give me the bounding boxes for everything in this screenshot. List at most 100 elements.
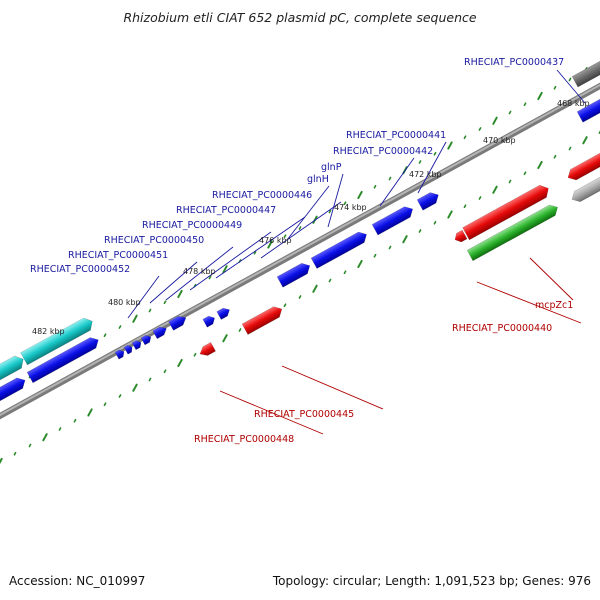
tick-mark <box>58 427 62 431</box>
gene-arrow <box>571 173 600 203</box>
leader-line <box>556 69 586 104</box>
gene-arrow <box>123 344 133 355</box>
tick-mark <box>357 190 363 200</box>
tick-mark <box>568 77 572 82</box>
gene-label: glnP <box>321 162 342 173</box>
tick-mark <box>463 135 467 140</box>
tick-mark <box>103 333 107 338</box>
gene-arrow <box>310 231 367 269</box>
tick-mark <box>222 265 228 274</box>
gene-arrow <box>114 349 125 360</box>
backbone-highlight <box>0 83 600 417</box>
gene-arrow <box>168 316 187 331</box>
gene-label: RHECIAT_PC0000440 <box>452 323 552 334</box>
tick-mark <box>312 284 318 293</box>
scale-label: 482 kbp <box>32 327 65 336</box>
scale-label: 468 kbp <box>557 99 590 108</box>
tick-mark <box>118 325 122 329</box>
tick-mark <box>132 383 138 392</box>
tick-mark <box>238 328 242 332</box>
tick-mark <box>267 240 273 249</box>
leader-line <box>149 261 198 304</box>
tick-mark <box>478 127 482 131</box>
tick-mark <box>523 102 527 107</box>
gene-arrow <box>216 307 230 320</box>
tick-mark <box>388 176 392 181</box>
tick-mark <box>177 358 183 368</box>
gene-arrow <box>26 337 99 384</box>
tick-mark <box>343 270 347 275</box>
tick-mark <box>508 110 512 115</box>
gene-arrow <box>571 59 600 88</box>
tick-mark <box>373 253 377 258</box>
tick-mark <box>148 308 152 313</box>
tick-mark <box>343 201 347 206</box>
tick-mark <box>388 245 392 250</box>
tick-mark <box>537 160 543 170</box>
tick-mark <box>508 179 512 184</box>
gene-arrow <box>371 206 413 236</box>
gene-arrow <box>576 97 600 123</box>
backbone-track <box>0 82 600 420</box>
tick-mark <box>283 303 287 308</box>
gene-label: RHECIAT_PC0000445 <box>254 409 354 420</box>
tick-mark <box>87 408 93 417</box>
tick-mark <box>523 171 527 176</box>
tick-mark <box>222 334 228 343</box>
tick-mark <box>298 226 302 230</box>
gene-label: RHECIAT_PC0000448 <box>194 434 294 445</box>
tick-marks <box>0 61 600 465</box>
tick-mark <box>42 433 48 442</box>
tick-mark <box>537 91 543 101</box>
tick-mark <box>13 451 17 456</box>
leader-line <box>219 390 324 435</box>
gene-arrow <box>416 192 439 211</box>
gene-arrow <box>462 184 549 241</box>
gene-label: RHECIAT_PC0000449 <box>142 220 242 231</box>
tick-mark <box>253 250 257 255</box>
leader-line <box>189 231 272 291</box>
gene-arrow <box>276 262 311 288</box>
gene-label: RHECIAT_PC0000447 <box>176 205 276 216</box>
topology-summary: Topology: circular; Length: 1,091,523 bp… <box>272 574 591 588</box>
gene-arrow <box>131 340 142 351</box>
leader-line <box>379 157 415 207</box>
leader-line <box>215 216 306 279</box>
gene-label: RHECIAT_PC0000451 <box>68 250 168 261</box>
gene-label: glnH <box>307 174 329 185</box>
gene-arrow <box>20 317 93 366</box>
tick-mark <box>433 220 437 225</box>
tick-mark <box>402 235 408 244</box>
tick-mark <box>103 402 107 407</box>
gene-arrow <box>152 326 167 340</box>
gene-label: RHECIAT_PC0000442 <box>333 146 433 157</box>
leader-line <box>260 201 342 259</box>
scale-label: 478 kbp <box>183 267 216 276</box>
gene-arrow <box>454 229 468 243</box>
gene-label: RHECIAT_PC0000437 <box>464 57 564 68</box>
tick-mark <box>418 160 422 164</box>
tick-mark <box>568 146 572 151</box>
tick-mark <box>298 295 302 299</box>
tick-mark <box>418 229 422 233</box>
tick-mark <box>582 136 588 145</box>
leader-line <box>286 185 330 241</box>
tick-mark <box>463 204 467 209</box>
gene-labels: RHECIAT_PC0000437RHECIAT_PC0000441RHECIA… <box>30 57 573 445</box>
tick-mark <box>478 196 482 200</box>
gene-arrow <box>199 342 216 356</box>
tick-mark <box>373 184 377 189</box>
tick-mark <box>163 369 167 374</box>
scale-label: 472 kbp <box>409 170 442 179</box>
tick-mark <box>208 275 212 280</box>
gene-arrow <box>466 204 558 262</box>
tick-mark <box>118 394 122 398</box>
leader-line <box>327 173 344 228</box>
tick-mark <box>447 141 453 150</box>
tick-mark <box>148 377 152 382</box>
leader-line <box>417 141 447 194</box>
tick-mark <box>177 289 183 299</box>
tick-mark <box>132 314 138 323</box>
